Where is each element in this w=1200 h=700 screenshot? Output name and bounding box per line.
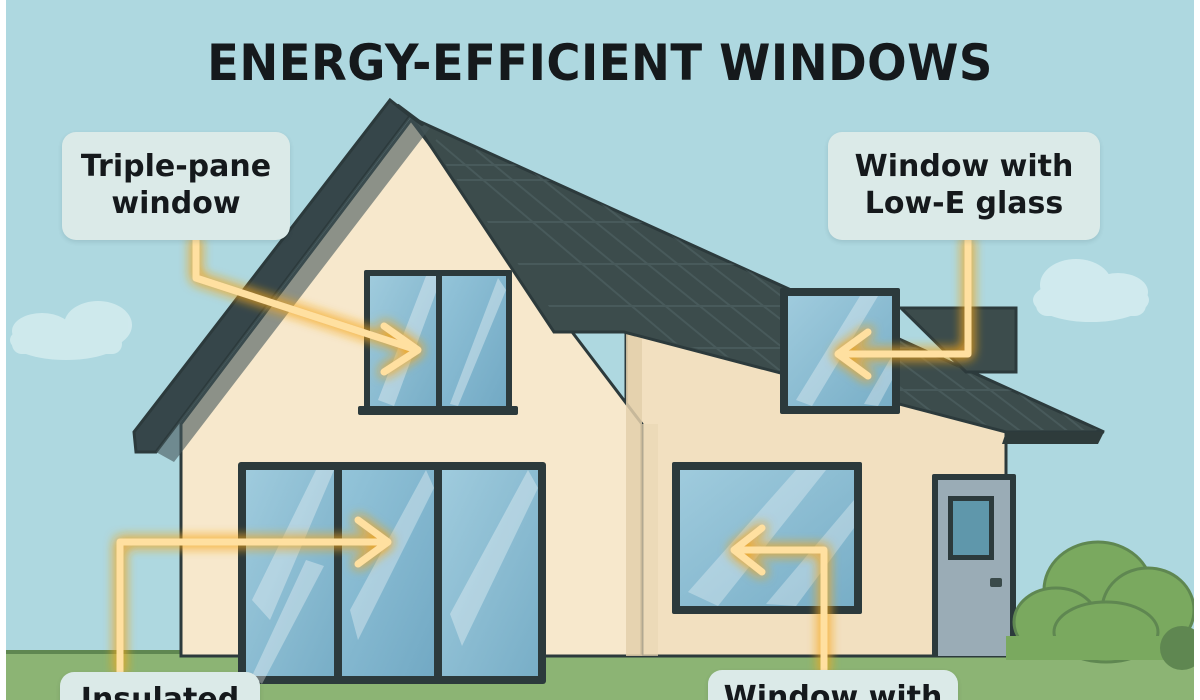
page-title: ENERGY-EFFICIENT WINDOWS [207, 34, 993, 92]
callout-insulated[interactable]: Insulated [60, 672, 260, 700]
callout-window-with[interactable]: Window with [708, 670, 958, 700]
callout-low-e-glass[interactable]: Window with Low-E glass [828, 132, 1100, 240]
picture-window[interactable] [672, 462, 862, 614]
roof-ridge [396, 104, 424, 126]
door-handle [990, 578, 1002, 587]
front-door[interactable] [932, 474, 1016, 656]
arrow-insulated [116, 516, 392, 676]
sliding-window[interactable] [238, 462, 546, 684]
callout-low-e-label: Window with Low-E glass [854, 149, 1074, 221]
gable-window[interactable] [358, 270, 518, 415]
callout-insulated-label: Insulated [80, 682, 240, 700]
callout-window-with-label: Window with [723, 680, 943, 700]
wall-seam-shadow [626, 330, 642, 656]
wall-shade [642, 424, 658, 656]
callout-triple-pane-window[interactable]: Triple-pane window [62, 132, 290, 240]
arrow-double-glazed [730, 524, 828, 676]
bush-far-right [1160, 626, 1194, 670]
roof-left [132, 97, 430, 462]
illustration-scene [6, 0, 1194, 700]
cloud-left [10, 301, 132, 360]
callout-triple-pane-label: Triple-pane window [80, 149, 272, 221]
scene-artwork [6, 97, 1194, 700]
door-window [953, 501, 989, 555]
cloud-right [1033, 259, 1149, 322]
arrow-triple-pane [192, 236, 422, 376]
arrow-low-e [834, 236, 972, 380]
